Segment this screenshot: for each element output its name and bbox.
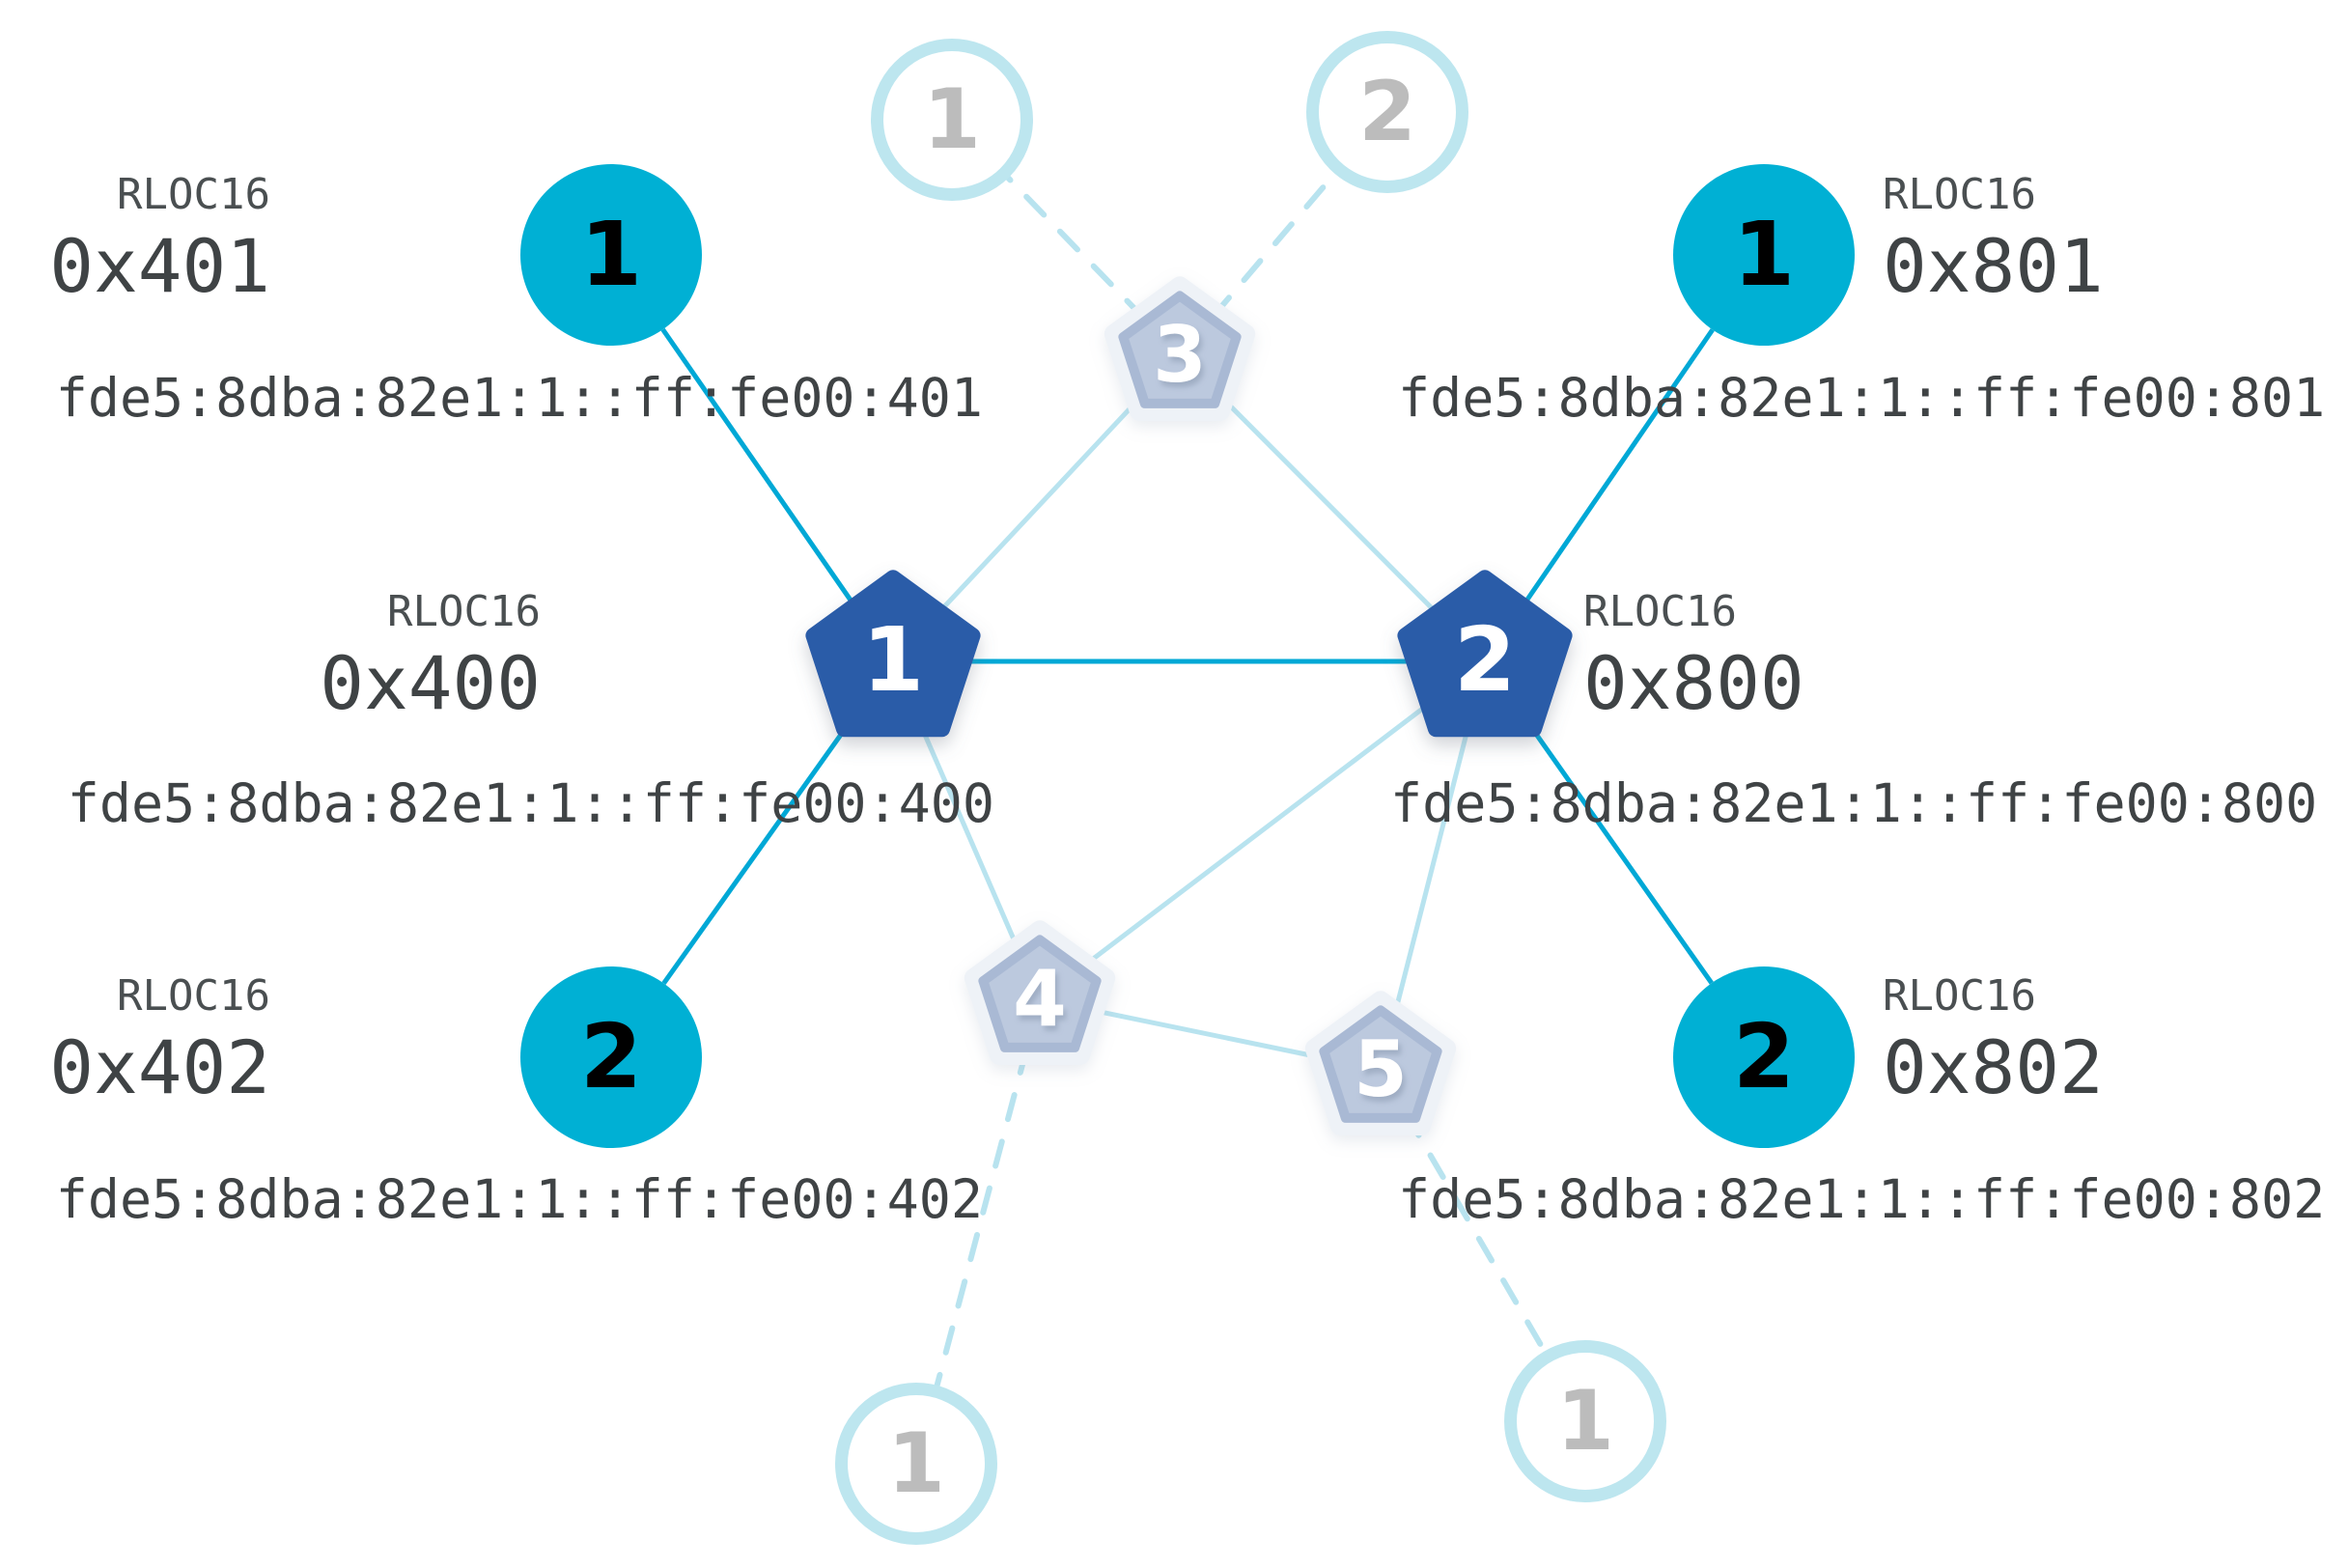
node-g4-ghost-child[interactable]: 1 [1504,1340,1666,1502]
node-number: 2 [579,1005,642,1108]
pentagon-shape [1397,570,1573,738]
link-n401-n400 [660,327,860,613]
node-n801-child[interactable]: 1 [1673,164,1855,346]
node-number: 1 [579,203,642,306]
node-g3-ghost-child[interactable]: 1 [835,1383,997,1545]
node-number: 1 [1556,1373,1614,1470]
node-number: 1 [862,608,924,712]
rloc16-caption: RLOC16 [117,170,270,219]
rloc16-value: 0x401 [49,223,270,309]
link-n802-n800 [1518,710,1714,985]
ipv6-address-n400: fde5:8dba:82e1:1::ff:fe00:400 [67,772,994,834]
link-n800-p4 [1078,696,1438,971]
ipv6-address-n802: fde5:8dba:82e1:1::ff:fe00:802 [1398,1168,2326,1230]
node-n802-child[interactable]: 2 [1673,966,1855,1148]
rloc16-value: 0x402 [49,1024,270,1110]
node-number: 2 [1358,64,1416,160]
link-n800-p5 [1390,719,1472,1022]
link-n400-p3 [933,390,1147,619]
link-layer [660,170,1715,1388]
rloc16-value: 0x800 [1583,640,1804,726]
link-p3-g1 [1005,175,1148,322]
node-number: 3 [1153,310,1207,400]
node-g1-ghost-child[interactable]: 1 [871,39,1033,201]
rloc16-caption: RLOC16 [1883,170,2036,219]
node-number: 2 [1732,1005,1795,1108]
node-number: 4 [1013,954,1067,1044]
node-p3-router[interactable]: 3 [1104,276,1256,421]
rloc16-value: 0x801 [1883,223,2104,309]
ipv6-address-n402: fde5:8dba:82e1:1::ff:fe00:402 [55,1168,983,1230]
link-n400-p4 [915,716,1022,954]
node-number: 5 [1354,1024,1408,1114]
ipv6-address-n401: fde5:8dba:82e1:1::ff:fe00:401 [55,367,983,429]
link-p3-g2 [1210,170,1338,321]
node-number: 1 [1732,203,1795,306]
link-p4-g3 [934,1045,1030,1388]
pentagon-layer: 1 2 3 4 5 [805,276,1573,1135]
node-n401-child[interactable]: 1 [520,164,702,346]
node-p5-router[interactable]: 5 [1304,991,1457,1135]
pentagon-inner-outline [1118,291,1242,408]
rloc16-caption: RLOC16 [1583,587,1737,636]
rloc16-value: 0x400 [320,640,541,726]
rloc16-value: 0x802 [1883,1024,2104,1110]
node-p4-router[interactable]: 4 [964,920,1116,1065]
node-number: 1 [887,1415,945,1512]
link-p4-p5 [1088,1007,1332,1062]
node-number: 2 [1454,608,1516,712]
node-number: 1 [923,71,981,168]
node-n402-child[interactable]: 2 [520,966,702,1148]
ipv6-address-n800: fde5:8dba:82e1:1::ff:fe00:800 [1390,772,2318,834]
rloc16-caption: RLOC16 [117,971,270,1021]
pentagon-shape [805,570,981,738]
rloc16-caption: RLOC16 [387,587,541,636]
pentagon-inner-outline [978,935,1102,1052]
link-n402-n400 [661,710,860,985]
ipv6-address-n801: fde5:8dba:82e1:1::ff:fe00:801 [1398,367,2326,429]
rloc16-caption: RLOC16 [1883,971,2036,1021]
link-n800-p3 [1214,389,1443,620]
link-p5-g4 [1403,1110,1548,1355]
pentagon-inner-outline [1319,1005,1442,1123]
node-g2-ghost-child[interactable]: 2 [1306,31,1468,193]
node-n800-leader[interactable]: 2 [1397,570,1573,738]
link-n801-n800 [1517,328,1715,613]
node-n400-leader[interactable]: 1 [805,570,981,738]
